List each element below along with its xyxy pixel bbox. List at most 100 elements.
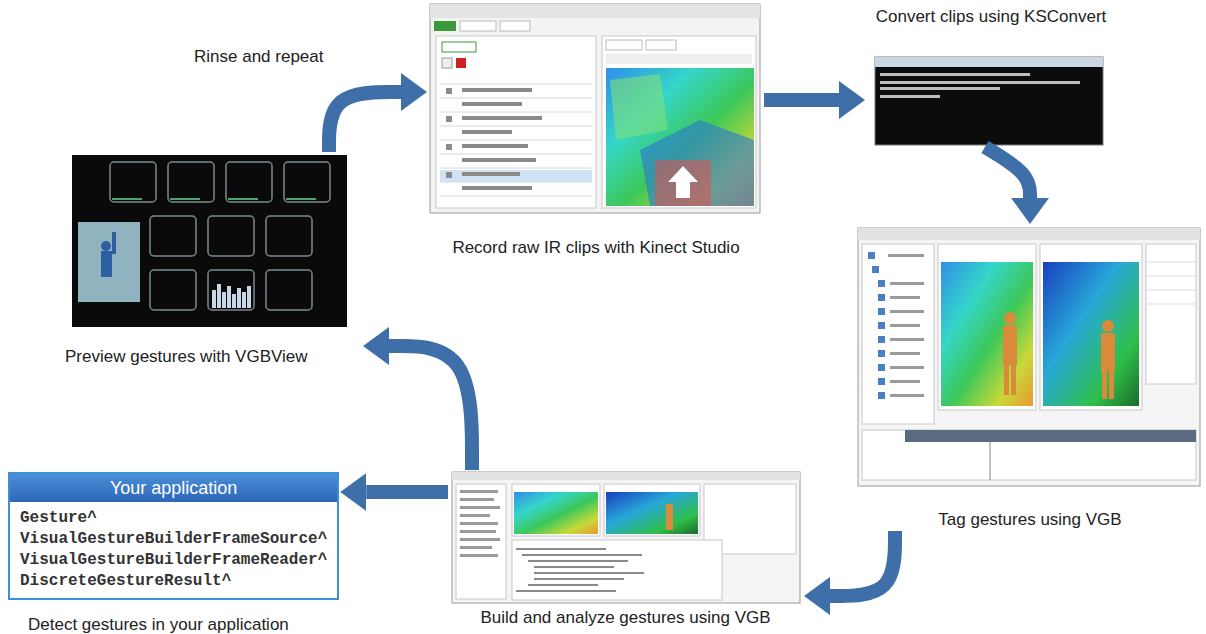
- kinect-studio-screenshot-part: [668, 166, 698, 198]
- vgb-tagging-screenshot: [858, 228, 1200, 486]
- kinect-studio-screenshot-part: [442, 58, 452, 68]
- console-screenshot-part-part: [880, 73, 1030, 76]
- vgb-tagging-screenshot-part-part: [1003, 325, 1017, 365]
- vgbview-screenshot-part-part: [286, 198, 316, 200]
- kinect-studio-screenshot-part-part: [446, 144, 452, 150]
- kinect-studio-screenshot-part-part: [462, 186, 532, 190]
- vgbview-screenshot-part-part: [228, 198, 258, 200]
- vgb-build-screenshot-part-part: [528, 584, 598, 586]
- vgb-build-screenshot-part-part: [460, 498, 494, 501]
- console-screenshot-part-part: [880, 95, 940, 98]
- vgb-tagging-screenshot-part-part: [868, 252, 875, 259]
- vgb-tagging-screenshot-part: [1146, 244, 1196, 384]
- vgb-tagging-screenshot-part: [858, 228, 1200, 240]
- step-caption: Detect gestures in your application: [8, 614, 339, 634]
- vgb-build-screenshot-part-part: [460, 506, 500, 509]
- vgbview-screenshot-part-part: [266, 270, 312, 310]
- workflow-step: Tag gestures using VGB: [855, 225, 1205, 531]
- kinect-studio-screenshot-part: [436, 36, 596, 208]
- vgbview-screenshot-part-part: [212, 290, 216, 308]
- vgb-tagging-screenshot-part: [941, 262, 1033, 406]
- vgb-build-screenshot-part-part: [516, 548, 606, 550]
- vgb-tagging-screenshot-part-part: [890, 324, 920, 327]
- vgb-tagging-screenshot-part-part: [1102, 320, 1114, 332]
- flow-arrow: [329, 92, 401, 152]
- vgbview-screenshot: [72, 155, 347, 327]
- vgb-build-screenshot-part-part: [534, 572, 644, 574]
- kinect-studio-screenshot-part-part: [462, 172, 520, 176]
- vgb-tagging-screenshot-part-part: [1102, 371, 1107, 399]
- kinect-studio-screenshot-part: [446, 88, 542, 190]
- vgb-build-screenshot-part: [460, 490, 500, 557]
- vgb-tagging-screenshot-part-part: [878, 364, 885, 371]
- kinect-studio-screenshot-part: [440, 84, 592, 196]
- kinect-studio-screenshot-part-part: [440, 196, 592, 197]
- vgb-tagging-screenshot-part-part: [890, 380, 920, 383]
- kinect-studio-screenshot-part-part: [440, 112, 592, 113]
- code-line: DiscreteGestureResult^: [20, 571, 327, 592]
- vgbview-screenshot-part-part: [284, 162, 330, 202]
- vgb-build-screenshot-part-part: [460, 490, 498, 493]
- kinect-studio-screenshot-part: [440, 170, 592, 182]
- vgb-tagging-screenshot-part: [868, 252, 885, 399]
- vgb-build-screenshot-part: [512, 540, 722, 600]
- kinect-studio-screenshot-part: [460, 21, 496, 31]
- vgbview-screenshot-part-part: [237, 288, 241, 308]
- kinect-studio-screenshot-part: [442, 42, 476, 52]
- workflow-step: Preview gestures with VGBView: [62, 152, 362, 368]
- vgb-build-screenshot-part: [456, 484, 506, 599]
- kinect-studio-screenshot-part: [606, 54, 752, 64]
- vgb-tagging-screenshot-part-part: [878, 378, 885, 385]
- console-screenshot-part: [875, 57, 1103, 67]
- vgb-tagging-screenshot-part: [858, 228, 1200, 486]
- kinect-studio-screenshot-part: [434, 21, 456, 31]
- vgb-build-screenshot-part: [452, 472, 800, 603]
- vgbview-screenshot-part-part: [110, 162, 156, 202]
- kinect-studio-screenshot-part-part: [462, 144, 528, 148]
- vgb-tagging-screenshot-part: [905, 430, 1196, 442]
- vgbview-screenshot-part-part: [150, 270, 196, 310]
- vgb-build-screenshot-part-part: [534, 566, 614, 568]
- kinect-studio-screenshot-part-part: [462, 158, 536, 162]
- kinect-studio-screenshot-part: [640, 120, 754, 206]
- kinect-studio-screenshot-part-part: [440, 154, 592, 155]
- screenshot-space: [855, 225, 1205, 487]
- vgbview-screenshot-part-part: [208, 216, 254, 256]
- vgb-build-screenshot-part-part: [534, 578, 624, 580]
- application-box: Your applicationGesture^VisualGestureBui…: [8, 472, 339, 634]
- panel-body: Gesture^VisualGestureBuilderFrameSource^…: [10, 502, 337, 598]
- vgb-build-screenshot-part: [514, 492, 598, 534]
- step-caption: Record raw IR clips with Kinect Studio: [428, 237, 764, 259]
- kinect-studio-screenshot: [430, 4, 760, 213]
- vgbview-screenshot-part-part: [170, 198, 200, 200]
- vgbview-screenshot-part: [78, 222, 140, 302]
- kinect-studio-screenshot-part-part: [446, 116, 452, 122]
- vgbview-screenshot-part-part: [232, 294, 236, 308]
- vgb-tagging-screenshot-part-part: [890, 394, 924, 397]
- vgb-build-screenshot-part: [606, 492, 698, 534]
- vgb-tagging-screenshot-part: [1043, 262, 1139, 406]
- vgb-build-screenshot-part-part: [528, 560, 628, 562]
- vgb-build-screenshot-part-part: [460, 538, 500, 541]
- screenshot-space: [448, 470, 803, 604]
- kinect-studio-screenshot-part-part: [462, 116, 542, 120]
- edge-label: Rinse and repeat: [192, 46, 325, 68]
- vgb-tagging-screenshot-part-part: [890, 352, 920, 355]
- vgb-tagging-screenshot-part-part: [878, 280, 885, 287]
- vgb-build-screenshot-part-part: [516, 590, 616, 592]
- code-line: VisualGestureBuilderFrameSource^: [20, 529, 327, 550]
- kinect-studio-screenshot-part-part: [440, 140, 592, 141]
- vgb-tagging-screenshot-part-part: [890, 282, 924, 285]
- vgb-tagging-screenshot-part: [990, 442, 991, 480]
- vgb-build-screenshot-part-part: [460, 522, 498, 525]
- vgb-build-screenshot-part-part: [460, 530, 496, 533]
- vgb-tagging-screenshot-part-part: [872, 266, 879, 273]
- kinect-studio-screenshot-part: [500, 21, 530, 31]
- vgbview-screenshot-part: [112, 198, 316, 200]
- screenshot-space: [866, 57, 1116, 147]
- vgbview-screenshot-part-part: [112, 198, 142, 200]
- console-screenshot: [875, 57, 1103, 145]
- vgbview-screenshot-part-part: [242, 292, 246, 308]
- vgb-tagging-screenshot-part-part: [1146, 262, 1196, 263]
